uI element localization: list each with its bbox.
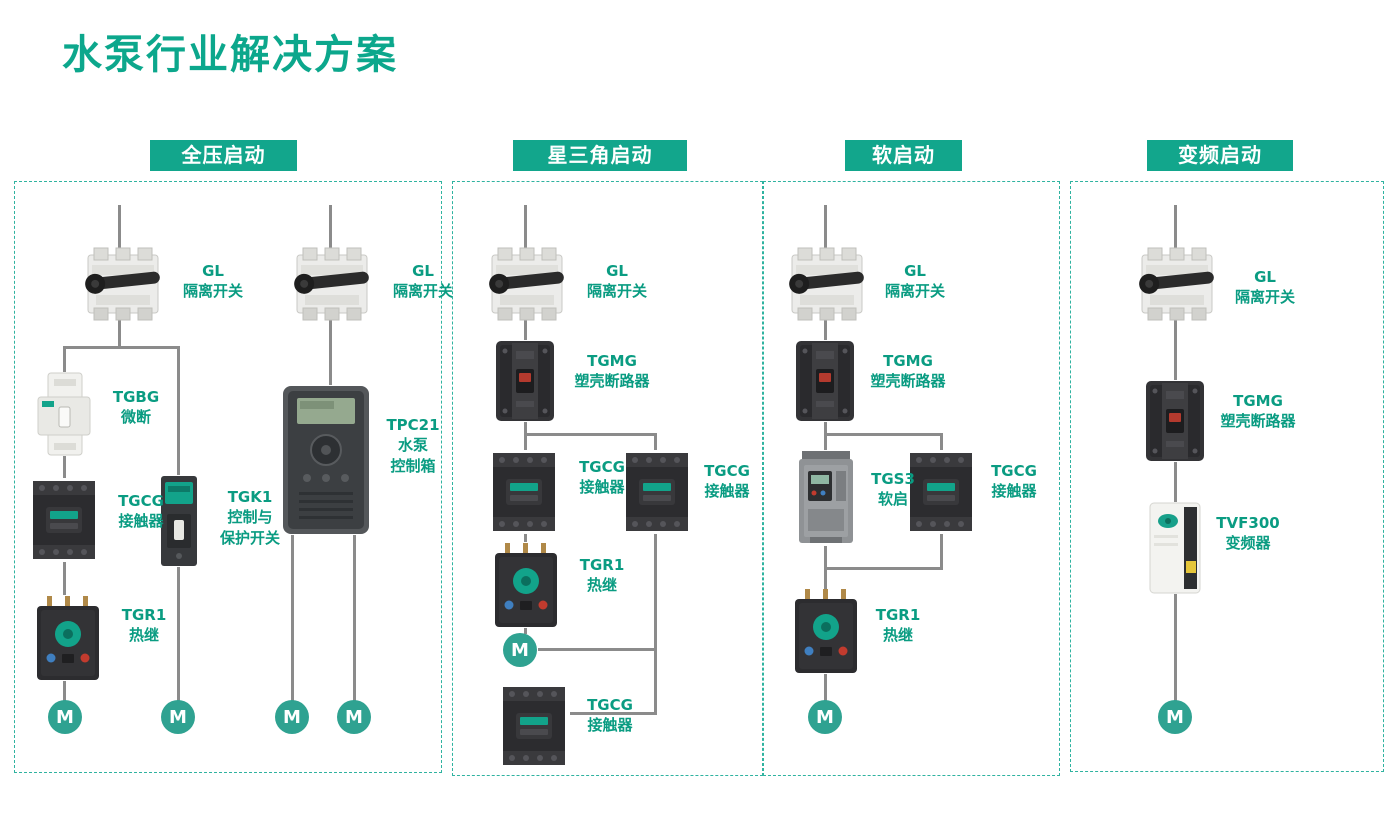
wire-segment [824, 567, 943, 570]
wire-segment [654, 534, 657, 715]
wire-segment [353, 535, 356, 702]
wire-segment [524, 534, 527, 542]
wire-segment [824, 422, 827, 435]
device-label-tgcg: TGCG 接触器 [704, 462, 750, 501]
wire-segment [538, 648, 657, 651]
motor-circle: M [275, 700, 309, 734]
wire-segment [1174, 205, 1177, 248]
tgmg-mccb-image [792, 339, 858, 423]
tvf300-inverter-image [1142, 501, 1208, 595]
device-label-tpc21: TPC21 水泵 控制箱 [386, 416, 440, 475]
tgr1-thermal-relay-image [489, 541, 563, 629]
wire-segment [63, 562, 66, 595]
page-title: 水泵行业解决方案 [62, 32, 398, 78]
tgs3-soft-starter-image [796, 449, 856, 547]
motor-circle: M [1158, 700, 1192, 734]
wire-segment [524, 433, 527, 450]
tgmg-mccb-image [1142, 379, 1208, 463]
section-header-vfd-start: 变频启动 [1147, 140, 1293, 171]
device-label-tgr1: TGR1 热继 [121, 606, 167, 645]
device-label-gl: GL 隔离开关 [586, 262, 647, 301]
wire-segment [824, 205, 827, 248]
section-header-full-voltage: 全压启动 [150, 140, 297, 171]
device-label-tgs3: TGS3 软启 [871, 470, 915, 509]
wire-segment [63, 456, 66, 478]
tgbg-mini-breaker-image [34, 371, 94, 457]
device-label-tgcg: TGCG 接触器 [118, 492, 164, 531]
wire-segment [824, 433, 943, 436]
wire-segment [524, 320, 527, 340]
motor-circle: M [503, 633, 537, 667]
device-label-gl: GL 隔离开关 [182, 262, 243, 301]
device-label-tgbg: TGBG 微断 [112, 388, 160, 427]
tgmg-mccb-image [492, 339, 558, 423]
wire-segment [524, 422, 527, 435]
device-label-tgr1: TGR1 热继 [875, 606, 921, 645]
motor-circle: M [48, 700, 82, 734]
wire-segment [524, 628, 527, 634]
wire-segment [940, 534, 943, 570]
section-header-soft-start: 软启动 [845, 140, 962, 171]
device-label-tgcg: TGCG 接触器 [579, 458, 625, 497]
device-label-tgcg: TGCG 接触器 [587, 696, 633, 735]
device-label-tgk1: TGK1 控制与 保护开关 [219, 488, 280, 547]
device-label-tvf300: TVF300 变频器 [1216, 514, 1280, 553]
wire-segment [118, 205, 121, 248]
wire-segment [824, 567, 827, 589]
device-label-gl: GL 隔离开关 [392, 262, 453, 301]
device-label-tgmg: TGMG 塑壳断路器 [574, 352, 650, 391]
motor-circle: M [808, 700, 842, 734]
wire-segment [63, 346, 66, 372]
wire-segment [824, 546, 827, 570]
wire-segment [177, 567, 180, 702]
device-label-gl: GL 隔离开关 [884, 262, 945, 301]
gl-isolation-switch-image [291, 247, 373, 321]
panel-vfd-start [1070, 181, 1384, 772]
device-label-tgmg: TGMG 塑壳断路器 [870, 352, 946, 391]
wire-segment [824, 433, 827, 450]
wire-segment [329, 320, 332, 385]
wire-segment [177, 346, 180, 475]
gl-isolation-switch-image [1136, 247, 1218, 321]
wire-segment [63, 681, 66, 702]
wire-segment [524, 205, 527, 248]
tgcg-contactor-image [498, 683, 570, 769]
wire-segment [1174, 462, 1177, 502]
device-label-tgr1: TGR1 热继 [579, 556, 625, 595]
wire-segment [118, 320, 121, 348]
tgcg-contactor-image [28, 477, 100, 563]
wire-segment [570, 712, 657, 715]
device-label-tgcg: TGCG 接触器 [991, 462, 1037, 501]
wire-segment [1174, 594, 1177, 701]
wire-segment [291, 535, 294, 702]
wire-segment [940, 433, 943, 450]
gl-isolation-switch-image [786, 247, 868, 321]
motor-circle: M [337, 700, 371, 734]
wire-segment [524, 433, 657, 436]
section-header-star-delta: 星三角启动 [513, 140, 687, 171]
tgr1-thermal-relay-image [31, 594, 105, 682]
wire-segment [654, 433, 657, 450]
tgr1-thermal-relay-image [789, 587, 863, 675]
device-label-tgmg: TGMG 塑壳断路器 [1220, 392, 1296, 431]
device-label-gl: GL 隔离开关 [1234, 268, 1295, 307]
wire-segment [824, 320, 827, 340]
wire-segment [1174, 320, 1177, 380]
gl-isolation-switch-image [82, 247, 164, 321]
wire-segment [63, 346, 180, 349]
gl-isolation-switch-image [486, 247, 568, 321]
wire-segment [329, 205, 332, 248]
motor-circle: M [161, 700, 195, 734]
tgcg-contactor-image [488, 449, 560, 535]
wire-segment [824, 674, 827, 701]
